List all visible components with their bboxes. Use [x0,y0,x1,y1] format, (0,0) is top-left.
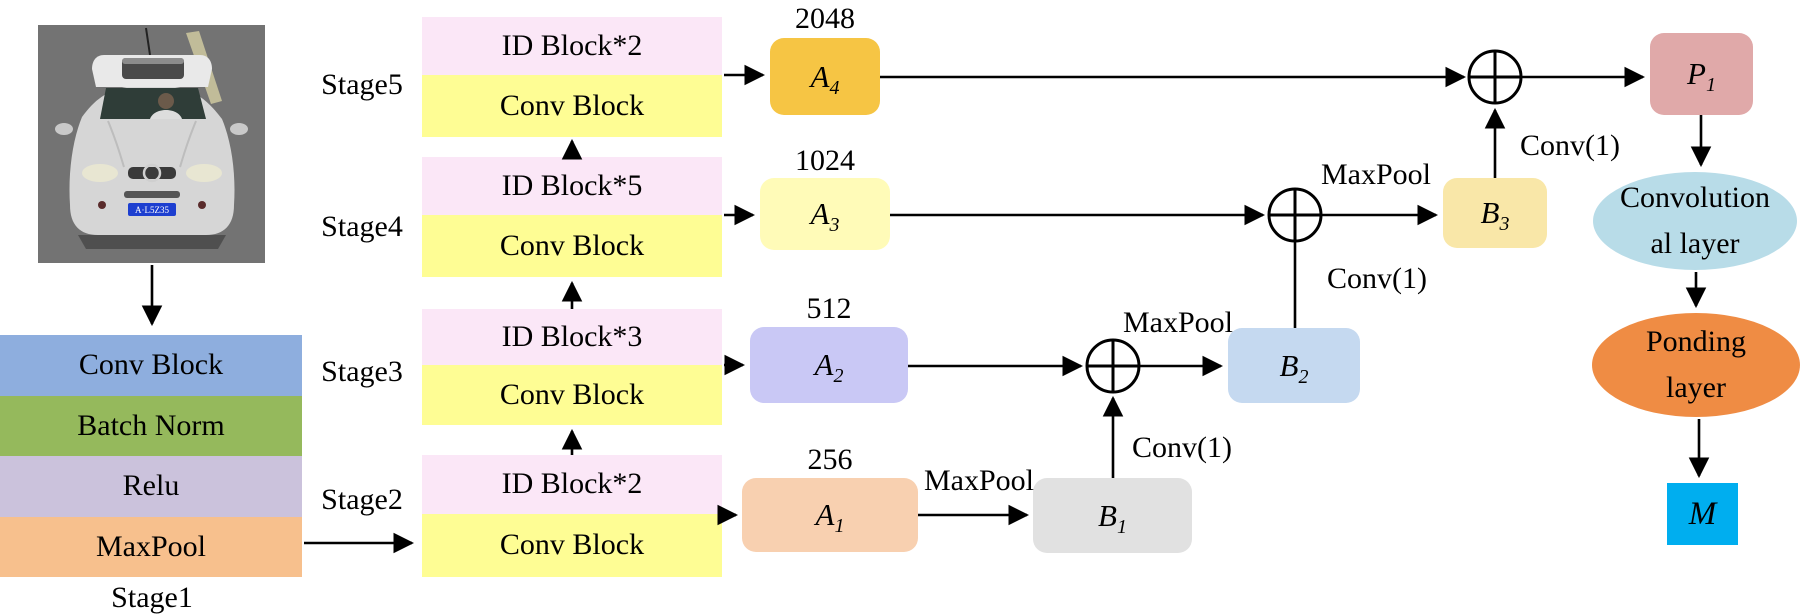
left-headlight [82,164,118,182]
car-illustration: A·L5Z35 [38,25,265,263]
stage2-label: Stage2 [321,483,403,516]
node-label-p1: P1 [1687,56,1716,97]
stage4-conv-block: Conv Block [422,214,722,277]
right-headlight [186,164,222,182]
convolutional-layer-ellipse: Convolution al layer [1593,172,1797,270]
stage1-label: Stage1 [111,581,193,614]
vehicle-input-image: A·L5Z35 [38,25,265,263]
node-label-a1: A1 [815,497,845,538]
stage5-id-block: ID Block*2 [422,17,722,75]
feature-node-a2: A2 [750,327,908,403]
hood-crease [179,120,197,168]
circle-plus-icon [1467,49,1523,105]
node-label-a4: A4 [810,58,840,99]
edge-label-conv1-b1: Conv(1) [1132,431,1232,464]
stage1-stack: Conv Block Batch Norm Relu MaxPool [0,335,302,577]
stage1-maxpool: MaxPool [0,516,302,577]
channel-label-2048: 2048 [795,2,855,35]
node-label-b3: B3 [1480,195,1510,236]
stage1-conv-block: Conv Block [0,335,302,396]
left-mirror [55,123,73,135]
stage1-batch-norm: Batch Norm [0,395,302,456]
edge-label-maxpool-a1-b1: MaxPool [923,464,1034,497]
stage3-blocks: ID Block*3 Conv Block [422,309,722,425]
circle-plus-icon [1267,187,1323,243]
stage3-id-block: ID Block*3 [422,309,722,365]
stage5-blocks: ID Block*2 Conv Block [422,17,722,137]
car-body [69,85,235,235]
convolutional-layer-line1: Convolution [1619,180,1770,214]
stage4-blocks: ID Block*5 Conv Block [422,157,722,277]
stage4-label: Stage4 [321,210,403,243]
car-grille [128,167,176,179]
stage2-id-block: ID Block*2 [422,455,722,514]
fused-node-b1: B1 [1033,478,1192,553]
car-shadow [78,235,226,249]
stage1-relu: Relu [0,456,302,517]
ponding-layer-line2: layer [1666,371,1726,404]
ponding-layer-line1: Ponding [1645,324,1747,358]
stage5-label: Stage5 [321,68,403,101]
node-label-b2: B2 [1279,347,1309,388]
convolutional-layer-line2: al layer [1650,227,1740,260]
fused-node-b3: B3 [1443,178,1547,248]
sunroof-glint [122,58,184,64]
edge-label-conv1-b2: Conv(1) [1327,262,1427,295]
stage2-blocks: ID Block*2 Conv Block [422,455,722,577]
stage3-label: Stage3 [321,355,403,388]
sum-node-3 [1467,49,1523,105]
fused-node-b2: B2 [1228,328,1360,403]
feature-node-a4: A4 [770,38,880,115]
driver-shirt [150,110,182,119]
feature-node-a1: A1 [742,478,918,552]
edge-label-maxpool-sum2: MaxPool [1320,158,1431,191]
circle-plus-icon [1085,338,1141,394]
hood-crease [107,120,125,168]
car-antenna [145,27,151,56]
license-plate-text: A·L5Z35 [135,205,169,215]
car-windshield [100,88,206,119]
right-mirror [230,123,248,135]
node-label-b1: B1 [1098,497,1127,538]
feature-node-a3: A3 [760,178,890,250]
ponding-layer-ellipse: Ponding layer [1592,313,1800,417]
sum-node-1 [1085,338,1141,394]
sum-node-2 [1267,187,1323,243]
channel-label-512: 512 [806,292,852,325]
stage3-conv-block: Conv Block [422,364,722,425]
vw-badge-icon [142,163,162,183]
node-label-a2: A2 [814,347,844,388]
bumper-slot [124,191,180,198]
edge-label-conv1-b3: Conv(1) [1520,129,1620,162]
stage2-conv-block: Conv Block [422,513,722,577]
output-m-node: M [1667,483,1738,545]
node-label-a3: A3 [810,196,840,237]
m-label: M [1688,495,1717,532]
channel-label-1024: 1024 [795,144,855,177]
edge-label-maxpool-sum1: MaxPool [1122,306,1233,339]
channel-label-256: 256 [807,443,853,476]
fog-light [98,201,106,209]
output-node-p1: P1 [1650,33,1753,115]
stage4-id-block: ID Block*5 [422,157,722,215]
license-plate [128,203,176,216]
fog-light [198,201,206,209]
driver-head [158,93,174,109]
stage5-conv-block: Conv Block [422,74,722,137]
